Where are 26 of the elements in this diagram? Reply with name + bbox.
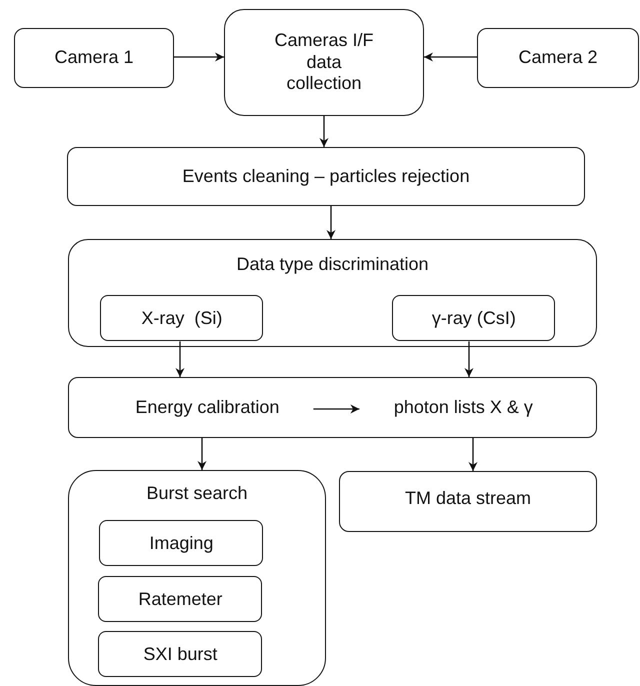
process-box: X-ray (Si) (100, 295, 264, 342)
arrow (326, 206, 336, 239)
process-box: Cameras I/F data collection (224, 9, 424, 116)
arrow (464, 341, 474, 377)
arrow (176, 341, 184, 377)
box-label: Data type discrimination (236, 254, 429, 276)
process-box: Ratemeter (98, 576, 262, 622)
process-box: SXI burst (98, 631, 262, 678)
arrow (468, 438, 478, 471)
process-box: Imaging (99, 520, 264, 566)
process-box: Camera 2 (477, 28, 639, 88)
arrow (198, 438, 206, 470)
step-label: Energy calibration (107, 393, 308, 422)
box-label: Burst search (146, 483, 248, 505)
group-box (68, 470, 326, 686)
arrow (313, 404, 360, 414)
arrow (174, 52, 224, 62)
process-box: γ-ray (CsI) (392, 295, 556, 342)
arrow (320, 116, 328, 147)
group-box (68, 239, 597, 347)
process-box: Events cleaning – particles rejection (67, 147, 585, 206)
arrow (424, 52, 477, 62)
process-box: Camera 1 (14, 28, 174, 88)
step-label: photon lists X & γ (365, 393, 562, 422)
process-box: TM data stream (339, 471, 597, 532)
process-box (68, 377, 597, 438)
